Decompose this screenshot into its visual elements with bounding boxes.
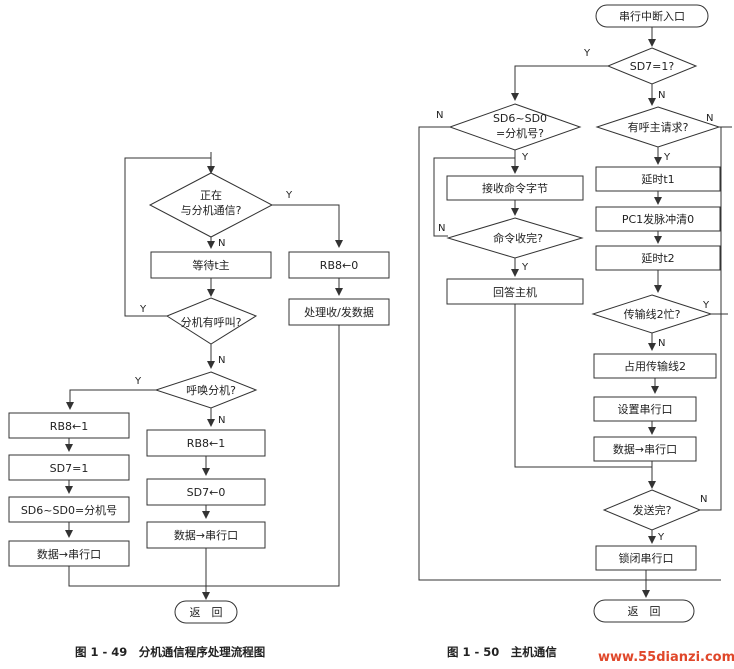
data-out-b-box <box>146 521 266 549</box>
lock-label: 锁闭串行口 <box>619 551 674 565</box>
yes-line2-busy: Y <box>702 300 710 311</box>
no-cmd-done: N <box>438 223 445 234</box>
return-right-label: 返 回 <box>628 605 661 618</box>
recv-cmd-label: 接收命令字节 <box>482 181 548 195</box>
rb8-one-b-box <box>146 429 266 457</box>
entry-label: 串行中断入口 <box>619 9 685 23</box>
process-label: 处理收/发数据 <box>304 305 374 319</box>
recv-cmd-box <box>446 175 584 201</box>
wait-box <box>150 251 272 279</box>
pc1-box <box>595 206 721 232</box>
data-out-a-label: 数据→串行口 <box>37 547 101 561</box>
decision-cmd-done-label: 命令收完? <box>493 231 543 245</box>
delay1-label: 延时t1 <box>641 173 674 186</box>
rb8-one-a-label: RB8←1 <box>50 420 88 433</box>
yes-sd7: Y <box>583 48 591 59</box>
return-left-label: 返 回 <box>190 606 223 619</box>
delay2-label: 延时t2 <box>641 252 674 265</box>
fig-1-49: 正在 与分机通信? Y RB8←0 处理收/发数据 N 等待t主 分机有呼叫? … <box>8 152 390 659</box>
watermark-backdrop <box>592 644 732 666</box>
yes-has-call: Y <box>139 304 147 315</box>
sd-eq-no-box <box>8 496 130 523</box>
no-call-slave: N <box>218 415 225 426</box>
decision-call-slave-label: 呼唤分机? <box>186 383 236 397</box>
caption-left: 图 1 - 49 分机通信程序处理流程图 <box>75 645 265 659</box>
decision-has-call-label: 分机有呼叫? <box>181 315 242 329</box>
no-busy: N <box>218 238 225 249</box>
rb8-one-b-label: RB8←1 <box>187 437 225 450</box>
delay2-box <box>595 245 721 271</box>
setup-label: 设置串行口 <box>618 403 673 416</box>
decision-busy-line1: 正在 <box>200 189 222 202</box>
data-out-box <box>593 436 697 462</box>
no-has-call: N <box>218 355 225 366</box>
yes-master-req: Y <box>663 152 671 163</box>
decision-line2-busy-label: 传输线2忙? <box>624 307 681 321</box>
decision-send-done-label: 发送完? <box>633 503 672 517</box>
caption-right: 图 1 - 50 主机通信 <box>447 645 557 659</box>
decision-sd-no-line1: SD6~SD0 <box>493 112 547 125</box>
lock-box <box>595 545 697 571</box>
yes-call-slave: Y <box>134 376 142 387</box>
occupy-box <box>593 353 717 379</box>
return-left-terminal <box>174 600 238 624</box>
reply-box <box>446 278 584 305</box>
decision-sd-no-line2: =分机号? <box>496 126 544 140</box>
sd7-to0-label: SD7←0 <box>187 486 226 499</box>
fig-1-50: 串行中断入口 SD7=1? Y N SD6~SD0 =分机号? N Y 接收命令… <box>418 4 732 659</box>
setup-box <box>593 396 697 422</box>
rb8-zero-label: RB8←0 <box>320 259 358 272</box>
loop-line <box>124 157 211 317</box>
no-sd-no: N <box>436 110 443 121</box>
no-send-done: N <box>700 494 707 505</box>
yes-send-done: Y <box>657 532 665 543</box>
watermark-text: www.55dianzi.com <box>598 650 734 665</box>
sd7-eq1-label: SD7=1 <box>50 462 89 475</box>
decision-master-req-label: 有呼主请求? <box>628 120 689 134</box>
sd7-eq1-box <box>8 454 130 481</box>
rb8-zero-box <box>288 251 390 279</box>
data-out-b-label: 数据→串行口 <box>174 528 238 542</box>
reply-label: 回答主机 <box>493 285 537 299</box>
yes-sd-no: Y <box>521 152 529 163</box>
delay1-box <box>595 166 721 192</box>
return-right-terminal <box>593 599 695 623</box>
wait-label: 等待t主 <box>192 258 229 272</box>
rb8-one-a-box <box>8 412 130 439</box>
yes-cmd-done: Y <box>521 262 529 273</box>
no-sd7: N <box>658 90 665 101</box>
no-line2-busy: N <box>658 338 665 349</box>
process-box <box>288 298 390 326</box>
pc1-label: PC1发脉冲清0 <box>622 212 694 226</box>
no-master-req: N <box>706 113 713 124</box>
sd7-to0-box <box>146 478 266 506</box>
yes-busy: Y <box>285 190 293 201</box>
decision-sd7-label: SD7=1? <box>630 60 675 73</box>
occupy-label: 占用传输线2 <box>624 359 686 373</box>
decision-busy-line2: 与分机通信? <box>181 203 242 217</box>
sd-eq-no-label: SD6~SD0=分机号 <box>21 503 117 517</box>
data-out-label: 数据→串行口 <box>613 442 677 456</box>
